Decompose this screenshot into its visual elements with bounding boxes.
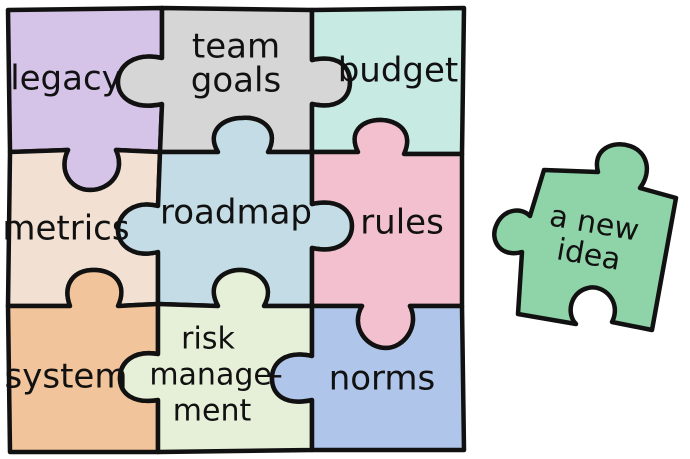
- label-legacy: legacy: [10, 59, 122, 99]
- label-risk-management-line2: manage-: [149, 358, 282, 393]
- label-metrics: metrics: [2, 209, 129, 249]
- label-team-goals-line1: team: [192, 27, 280, 67]
- piece-norms: [269, 303, 467, 453]
- label-risk-management-line3: ment: [173, 394, 252, 429]
- piece-a-new-idea: [492, 142, 679, 333]
- label-team-goals-line2: goals: [191, 61, 281, 101]
- label-norms: norms: [329, 359, 436, 399]
- label-system: system: [5, 357, 128, 397]
- label-rules: rules: [360, 203, 444, 243]
- label-budget: budget: [338, 51, 459, 91]
- label-roadmap: roadmap: [160, 193, 312, 233]
- label-risk-management-line1: risk: [181, 322, 235, 357]
